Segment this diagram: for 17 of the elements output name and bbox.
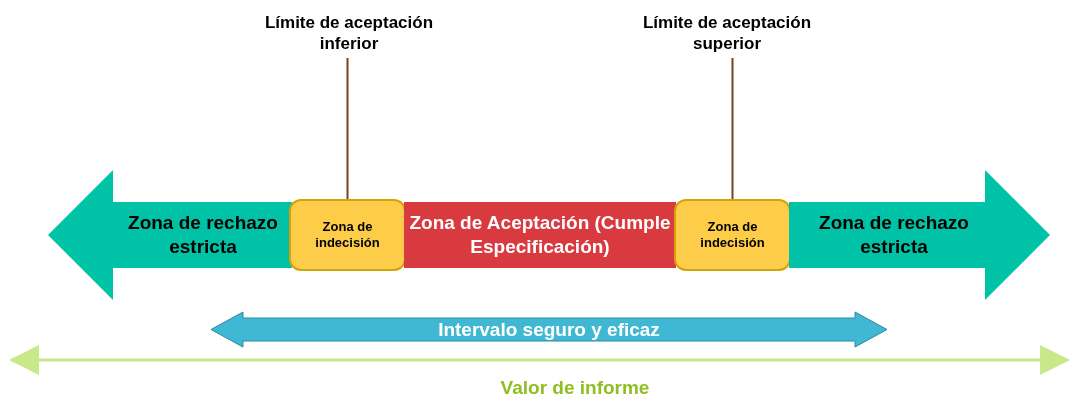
zone-label: Zona de rechazo estricta [818, 211, 970, 259]
zone-label: Zona de indecisión [699, 218, 766, 252]
limit-label: Límite de aceptación inferior [263, 11, 435, 55]
leader-line [346, 57, 349, 200]
interval-label: Intervalo seguro y eficaz [438, 317, 660, 342]
zone-label: Zona de Aceptación (Cumple Especificación) [408, 211, 672, 259]
indecision-zone-box [674, 199, 791, 271]
interval-double-arrow [210, 311, 888, 348]
zone-label: Zona de indecisión [314, 218, 381, 252]
rejection-zone-arrow [48, 170, 292, 300]
acceptance-zone-bar [404, 202, 676, 268]
rejection-zone-arrow [789, 170, 1050, 300]
indecision-zone-box [289, 199, 406, 271]
zone-label: Zona de rechazo estricta [127, 211, 279, 259]
leader-line [731, 57, 734, 200]
limit-label: Límite de aceptación superior [641, 11, 813, 55]
report-value-label: Valor de informe [499, 376, 651, 400]
